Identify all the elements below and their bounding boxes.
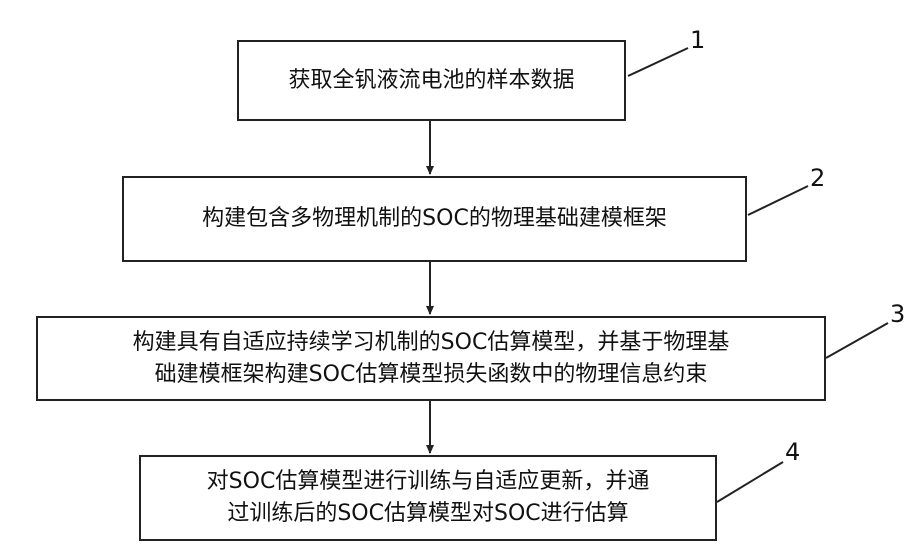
step-4-text-line-2: 过训练后的SOC估算模型对SOC进行估算: [207, 498, 650, 530]
step-3-text-line-1: 构建具有自适应持续学习机制的SOC估算模型，并基于物理基: [133, 327, 730, 359]
leader-line-4: [717, 462, 783, 502]
leader-line-3: [826, 323, 888, 358]
step-1-text: 获取全钒液流电池的样本数据: [288, 65, 574, 97]
leader-line-2: [748, 186, 808, 215]
step-4-box: 对SOC估算模型进行训练与自适应更新，并通 过训练后的SOC估算模型对SOC进行…: [139, 455, 717, 541]
step-3-text-line-2: 础建模框架构建SOC估算模型损失函数中的物理信息约束: [133, 359, 730, 391]
step-3-number: 3: [890, 302, 905, 326]
step-2-box: 构建包含多物理机制的SOC的物理基础建模框架: [122, 176, 747, 262]
step-3-box: 构建具有自适应持续学习机制的SOC估算模型，并基于物理基 础建模框架构建SOC估…: [36, 316, 826, 401]
leader-line-1: [628, 48, 688, 76]
step-1-box: 获取全钒液流电池的样本数据: [237, 40, 626, 121]
step-4-number: 4: [785, 440, 800, 464]
step-4-text-line-1: 对SOC估算模型进行训练与自适应更新，并通: [207, 466, 650, 498]
step-1-number: 1: [690, 28, 705, 52]
step-2-text: 构建包含多物理机制的SOC的物理基础建模框架: [202, 203, 667, 235]
step-2-number: 2: [810, 166, 825, 190]
